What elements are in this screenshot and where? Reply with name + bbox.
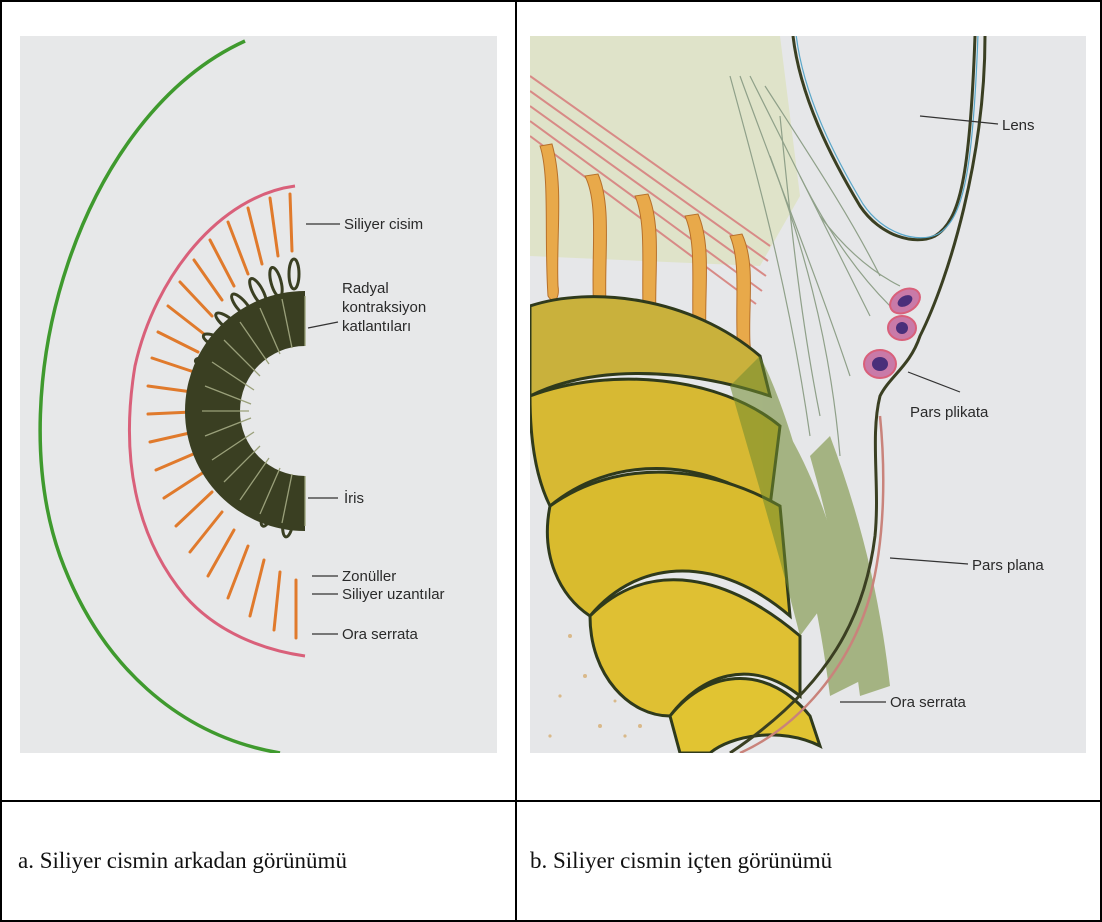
label-ciliary-processes: Siliyer uzantılar [342, 586, 445, 603]
table-border-row [0, 800, 1102, 802]
label-zonules: Zonüller [342, 568, 396, 585]
left-diagram-panel: Siliyer cisim Radyal kontraksiyon katlan… [20, 36, 497, 753]
right-diagram-panel: Lens Pars plikata Pars plana Ora serrata [530, 36, 1086, 753]
label-lens: Lens [1002, 117, 1035, 134]
label-iris: İris [344, 489, 364, 507]
label-radial-2: kontraksiyon [342, 299, 426, 316]
label-ora-serrata-right: Ora serrata [890, 694, 967, 711]
label-radial-3: katlantıları [342, 318, 411, 335]
label-ciliary-body: Siliyer cisim [344, 216, 423, 233]
caption-right: b. Siliyer cismin içten görünümü [530, 848, 832, 874]
caption-left: a. Siliyer cismin arkadan görünümü [18, 848, 347, 874]
label-radial-1: Radyal [342, 280, 389, 297]
label-pars-plana: Pars plana [972, 557, 1044, 574]
table-border-top [0, 0, 1102, 2]
ciliary-body-posterior-diagram: Siliyer cisim Radyal kontraksiyon katlan… [20, 36, 497, 753]
ciliary-body-internal-diagram: Lens Pars plikata Pars plana Ora serrata [530, 36, 1086, 753]
table-border-left [0, 0, 2, 922]
label-pars-plicata: Pars plikata [910, 404, 989, 421]
label-ora-serrata-left: Ora serrata [342, 626, 419, 643]
table-border-middle [515, 0, 517, 922]
